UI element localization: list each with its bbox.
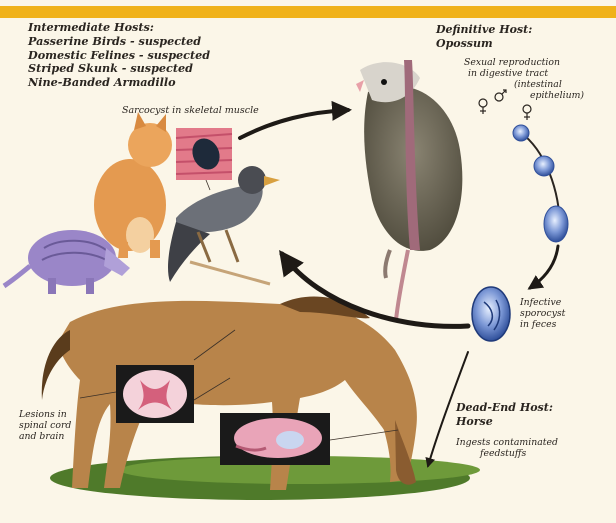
- list-item: Domestic Felines - suspected: [28, 49, 210, 63]
- sexual-reproduction-line1: Sexual reproduction: [464, 58, 560, 68]
- lesions-line3: and brain: [19, 432, 64, 442]
- list-item: Passerine Birds - suspected: [28, 35, 210, 49]
- dead-end-host-name: Horse: [456, 416, 493, 428]
- definitive-host-name: Opossum: [436, 38, 493, 50]
- intermediate-hosts-title: Intermediate Hosts:: [28, 21, 154, 33]
- female-symbol-icon: [523, 105, 531, 120]
- sporocyst-line1: Infective: [520, 298, 561, 308]
- sexual-reproduction-line3: (intestinal: [514, 80, 562, 90]
- intermediate-hosts-list: Passerine Birds - suspected Domestic Fel…: [28, 35, 210, 89]
- sexual-reproduction-line2: in digestive tract: [468, 69, 548, 79]
- arrow-cyst-to-feces: [530, 246, 558, 288]
- lesions-line1: Lesions in: [19, 410, 67, 420]
- bird-illustration: [168, 166, 280, 284]
- muscle-inset: [176, 128, 232, 180]
- sarcocyst-label: Sarcocyst in skeletal muscle: [122, 106, 259, 116]
- ingests-line2: feedstuffs: [480, 449, 526, 459]
- list-item: Striped Skunk - suspected: [28, 62, 210, 76]
- brain-section: [220, 413, 330, 465]
- female-symbol-icon: [479, 99, 487, 114]
- sexual-reproduction-line4: epithelium): [530, 91, 584, 101]
- sex-symbols: [479, 90, 531, 120]
- male-symbol-icon: [495, 90, 506, 101]
- ingests-line1: Ingests contaminated: [456, 438, 558, 448]
- opossum-illustration: [356, 60, 462, 320]
- definitive-host-title: Definitive Host:: [436, 24, 532, 36]
- sporocyst-line3: in feces: [520, 320, 556, 330]
- cat-illustration: [94, 112, 172, 258]
- lesions-line2: spinal cord: [19, 421, 71, 431]
- sporocyst-line2: sporocyst: [520, 309, 565, 319]
- dead-end-host-title: Dead-End Host:: [456, 402, 553, 414]
- list-item: Nine-Banded Armadillo: [28, 76, 210, 90]
- spinal-cord-section: [116, 365, 194, 423]
